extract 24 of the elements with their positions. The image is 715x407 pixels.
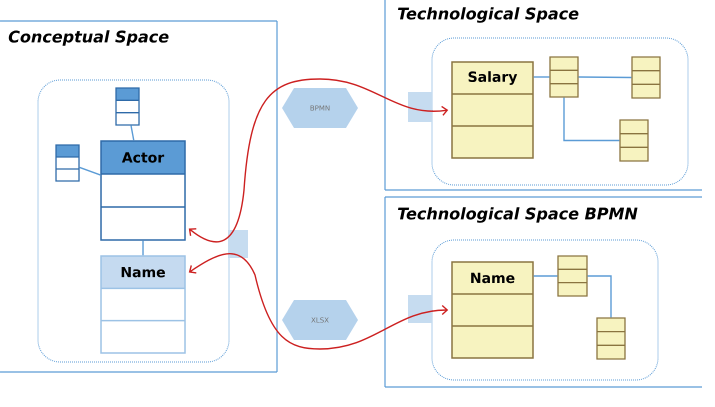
class-box: Name	[451, 261, 534, 359]
table-icon	[631, 56, 661, 99]
class-box: Salary	[451, 61, 534, 159]
table-icon	[115, 87, 140, 126]
connector-line	[130, 126, 134, 140]
connector-line	[534, 275, 558, 277]
connector-line	[79, 166, 100, 176]
arrow	[188, 78, 448, 242]
class-box: Name	[100, 255, 186, 354]
dotted-region	[432, 38, 688, 186]
table-icon	[55, 144, 80, 182]
dotted-region	[38, 80, 230, 362]
connector-line	[588, 275, 612, 318]
dotted-region	[432, 240, 658, 380]
connector-line	[534, 76, 550, 78]
table-icon	[549, 56, 579, 98]
connector-line	[578, 76, 632, 78]
table-icon	[619, 119, 649, 162]
class-box: Actor	[100, 140, 186, 241]
table-icon	[557, 255, 588, 297]
connector-line	[563, 98, 620, 142]
connector-line	[142, 240, 144, 256]
arrow	[188, 253, 448, 350]
table-icon	[596, 317, 626, 360]
